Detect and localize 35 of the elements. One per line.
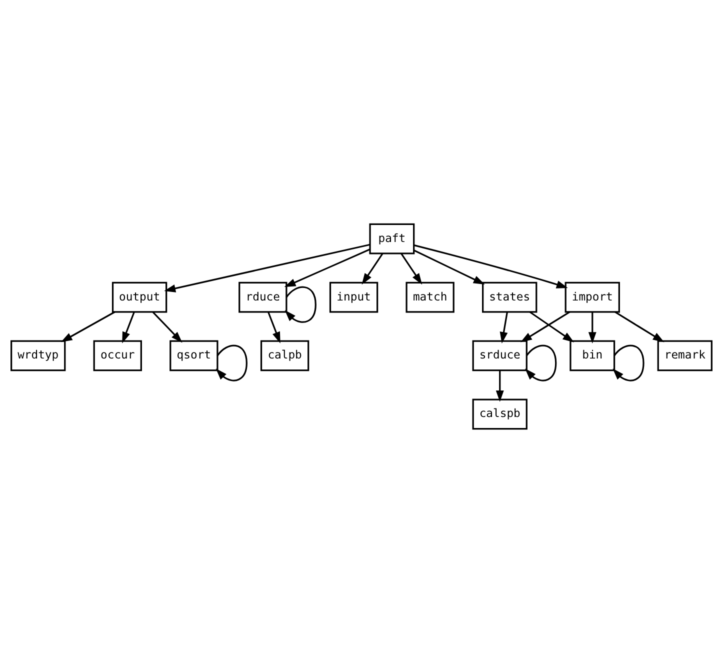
arrow [500, 312, 508, 343]
arrow [612, 344, 644, 381]
node-box: calspb [472, 398, 528, 430]
arrow [216, 344, 248, 381]
node-box: output [112, 281, 168, 312]
node-box: calpb [260, 340, 310, 371]
arrow [60, 310, 116, 342]
arrow [284, 286, 316, 322]
node-box: bin [570, 340, 616, 371]
node-box: remark [657, 340, 712, 371]
arrow [529, 310, 574, 342]
arrow [614, 310, 664, 342]
arrow [152, 311, 182, 342]
node-box: rduce [238, 281, 288, 312]
arrow [400, 252, 422, 284]
arrow [496, 370, 504, 402]
node-box: occur [93, 340, 142, 371]
node-box: states [482, 281, 538, 312]
arrow [588, 312, 596, 343]
node-box: paft [369, 222, 415, 254]
node-box: input [329, 281, 378, 312]
arrow [414, 249, 485, 284]
arrow [414, 244, 568, 288]
node-box: match [406, 281, 454, 312]
arrow [524, 344, 557, 381]
arrow [284, 248, 370, 287]
arrow [268, 311, 280, 343]
node-box: import [564, 281, 620, 312]
arrow [520, 310, 570, 342]
node-box: wrdtyp [10, 340, 66, 371]
arrow [122, 311, 135, 343]
arrow [362, 252, 384, 284]
node-box: srduce [472, 340, 528, 371]
node-box: qsort [170, 340, 218, 371]
arrow [164, 243, 370, 292]
